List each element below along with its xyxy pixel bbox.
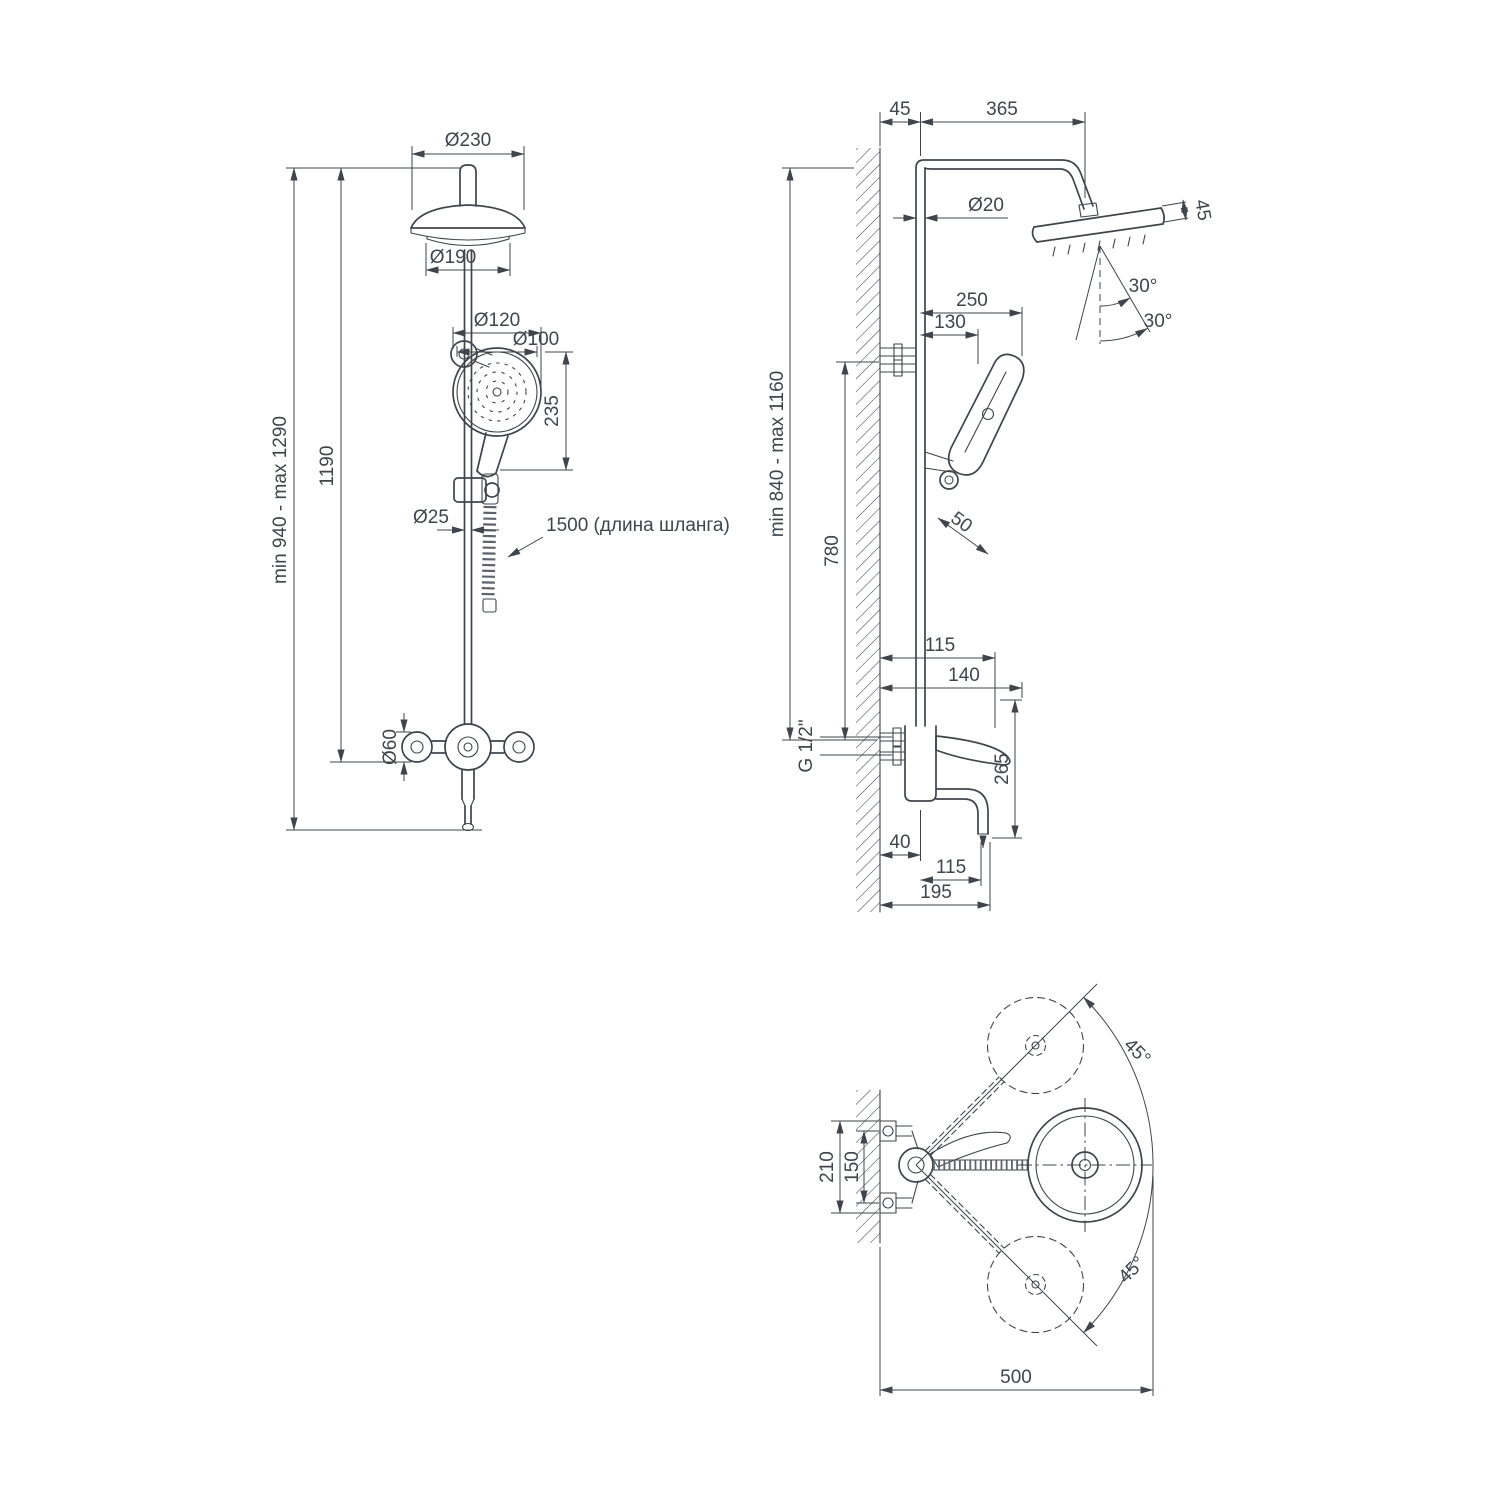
riser-pipe-front	[463, 249, 473, 725]
dim-45deg-upper: 45°	[1119, 1035, 1154, 1070]
dim-30deg-a: 30°	[1129, 276, 1158, 297]
mixer-front	[401, 723, 535, 832]
hand-shower-side	[924, 353, 1025, 490]
mixer-lever-top	[929, 1131, 1011, 1168]
dim-1190: 1190	[317, 446, 338, 487]
dim-height-range-front: min 940 - max 1290	[270, 416, 291, 584]
dim-d120: Ø120	[474, 310, 520, 331]
spray-nozzles-side	[1052, 234, 1146, 257]
top-view: 45° 45° 210 150 500	[817, 983, 1154, 1396]
dim-250: 250	[956, 290, 988, 311]
dim-45deg-lower: 45°	[1115, 1253, 1150, 1288]
dim-40: 40	[889, 832, 910, 853]
front-view: Ø230 Ø190 Ø120 Ø100 235 Ø25 1500 (длина …	[270, 130, 730, 832]
dim-45-offset: 45	[889, 99, 910, 120]
side-view-dimensions: 45 365 Ø20 45 30° 30° 250 130 min 840 - …	[767, 99, 1215, 911]
wall-section-top	[856, 1089, 881, 1244]
dim-780: 780	[822, 535, 843, 567]
dim-365: 365	[986, 99, 1018, 120]
dim-head-45: 45	[1190, 198, 1214, 222]
dim-d230: Ø230	[445, 130, 491, 151]
dim-500: 500	[1000, 1367, 1032, 1388]
dim-d25: Ø25	[413, 507, 449, 528]
dim-115-bottom: 115	[936, 857, 966, 878]
wall-section-side	[856, 147, 881, 913]
tub-spout-side	[935, 788, 989, 835]
dim-30deg-b: 30°	[1144, 311, 1173, 332]
spray-cone	[1075, 245, 1151, 344]
dim-50: 50	[947, 508, 976, 537]
dim-115-mid: 115	[925, 635, 955, 656]
mixer-lever-side	[935, 735, 1011, 766]
dim-d190: Ø190	[430, 247, 476, 268]
mixer-side	[879, 725, 1011, 849]
wall-bracket-side	[879, 343, 917, 377]
overhead-shower-top	[1018, 1098, 1152, 1232]
front-view-dimensions: Ø230 Ø190 Ø120 Ø100 235 Ø25 1500 (длина …	[270, 130, 730, 831]
swivel-position-lower	[924, 1173, 1085, 1334]
riser-pipe-side	[915, 159, 1094, 727]
dim-150: 150	[842, 1151, 863, 1183]
overhead-shower-side	[1031, 202, 1165, 344]
dim-thread-g12: G 1/2"	[796, 719, 817, 772]
dim-d20: Ø20	[968, 195, 1004, 216]
shower-arm-top	[932, 1159, 1029, 1171]
dim-140: 140	[948, 665, 980, 686]
dim-235: 235	[542, 395, 563, 427]
dim-210: 210	[817, 1151, 838, 1183]
hose-length-note: 1500 (длина шланга)	[546, 515, 730, 536]
dim-130: 130	[934, 312, 966, 333]
shower-hose-front	[481, 505, 497, 613]
top-view-dimensions: 210 150 500	[817, 1120, 1154, 1396]
dim-height-range-side: min 840 - max 1160	[767, 371, 788, 538]
dim-265: 265	[992, 753, 1013, 785]
dim-d100: Ø100	[513, 329, 559, 350]
dim-d60: Ø60	[380, 729, 401, 765]
overhead-shower-front	[410, 164, 526, 247]
side-view: 45 365 Ø20 45 30° 30° 250 130 min 840 - …	[767, 99, 1215, 913]
dim-195: 195	[920, 882, 952, 903]
